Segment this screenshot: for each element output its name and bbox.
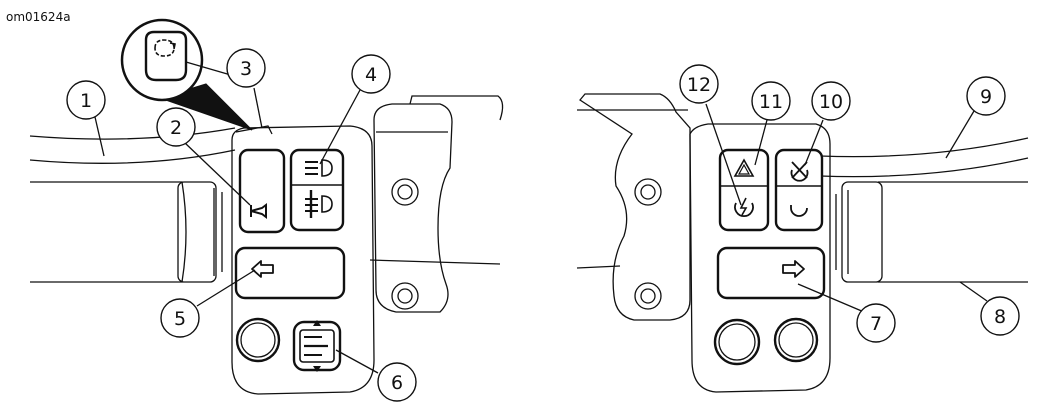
- callout-3: 3: [226, 48, 266, 88]
- auxiliary-button: [235, 317, 281, 363]
- right-turn-signal-button: [716, 246, 826, 300]
- callout-6-label: 6: [391, 372, 403, 394]
- inset-switch-icon: [154, 39, 176, 57]
- right-round-button-1: [713, 318, 761, 366]
- callout-5-label: 5: [174, 308, 186, 330]
- hazard-warning-icon: [733, 158, 755, 177]
- callout-11-label: 11: [759, 91, 783, 113]
- left-clamp: [373, 95, 504, 313]
- cruise-toggle-switch: [292, 320, 342, 372]
- right-turn-signal-icon: [782, 260, 805, 278]
- left-turn-signal-icon: [251, 260, 274, 278]
- callout-2: 2: [156, 107, 196, 147]
- right-clamp: [579, 93, 691, 321]
- left-housing-tab: [235, 125, 273, 135]
- right-switch-housing: [689, 123, 831, 393]
- left-switch-housing: [231, 125, 375, 395]
- right-grip: [835, 181, 1028, 283]
- callout-2-label: 2: [170, 117, 182, 139]
- start-icon: [734, 197, 754, 217]
- callout-9: 9: [966, 76, 1006, 116]
- right-handlebar-assembly: [576, 93, 1029, 393]
- auxiliary-icon: [240, 322, 276, 358]
- right-handlebar-top-edge: [819, 137, 1029, 158]
- callout-4: 4: [351, 54, 391, 94]
- callout-10-label: 10: [819, 91, 843, 113]
- callout-10: 10: [811, 81, 851, 121]
- callout-9-label: 9: [980, 86, 992, 108]
- passing-lamp-icon: [305, 190, 333, 218]
- callout-3-label: 3: [240, 58, 252, 80]
- callout-1: 1: [66, 80, 106, 120]
- callout-8: 8: [980, 296, 1020, 336]
- callout-12: 12: [679, 64, 719, 104]
- callout-4-label: 4: [365, 64, 377, 86]
- callout-5: 5: [160, 298, 200, 338]
- left-handlebar-mid-edge: [29, 149, 236, 164]
- left-grip: [30, 181, 223, 283]
- left-turn-signal-button: [234, 246, 346, 300]
- headlamp-high-beam-icon: [305, 159, 333, 177]
- engine-stop-switch: [774, 148, 824, 232]
- right-handlebar-mid-edge: [819, 157, 1029, 178]
- inset-magnifier: [120, 18, 253, 131]
- callout-1-label: 1: [80, 90, 92, 112]
- callout-leaders: [94, 61, 988, 374]
- left-handlebar-top-edge: [29, 127, 236, 140]
- hazard-start-switch: [718, 148, 770, 232]
- callout-7: 7: [856, 303, 896, 343]
- engine-run-icon: [790, 205, 808, 217]
- callout-11: 11: [751, 81, 791, 121]
- horn-button: [238, 148, 286, 234]
- callout-6: 6: [377, 362, 417, 402]
- cruise-toggle-icon: [304, 336, 328, 356]
- callout-7-label: 7: [870, 313, 882, 335]
- horn-icon: [250, 203, 267, 219]
- figure-id: om01624a: [6, 10, 71, 24]
- callout-8-label: 8: [994, 306, 1006, 328]
- left-handlebar-inner-edge: [369, 259, 501, 265]
- headlamp-switch: [289, 148, 345, 232]
- left-handlebar-assembly: [29, 18, 504, 395]
- callout-12-label: 12: [687, 74, 711, 96]
- right-handlebar-inner-bottom: [576, 265, 621, 269]
- right-round-button-2: [773, 317, 819, 363]
